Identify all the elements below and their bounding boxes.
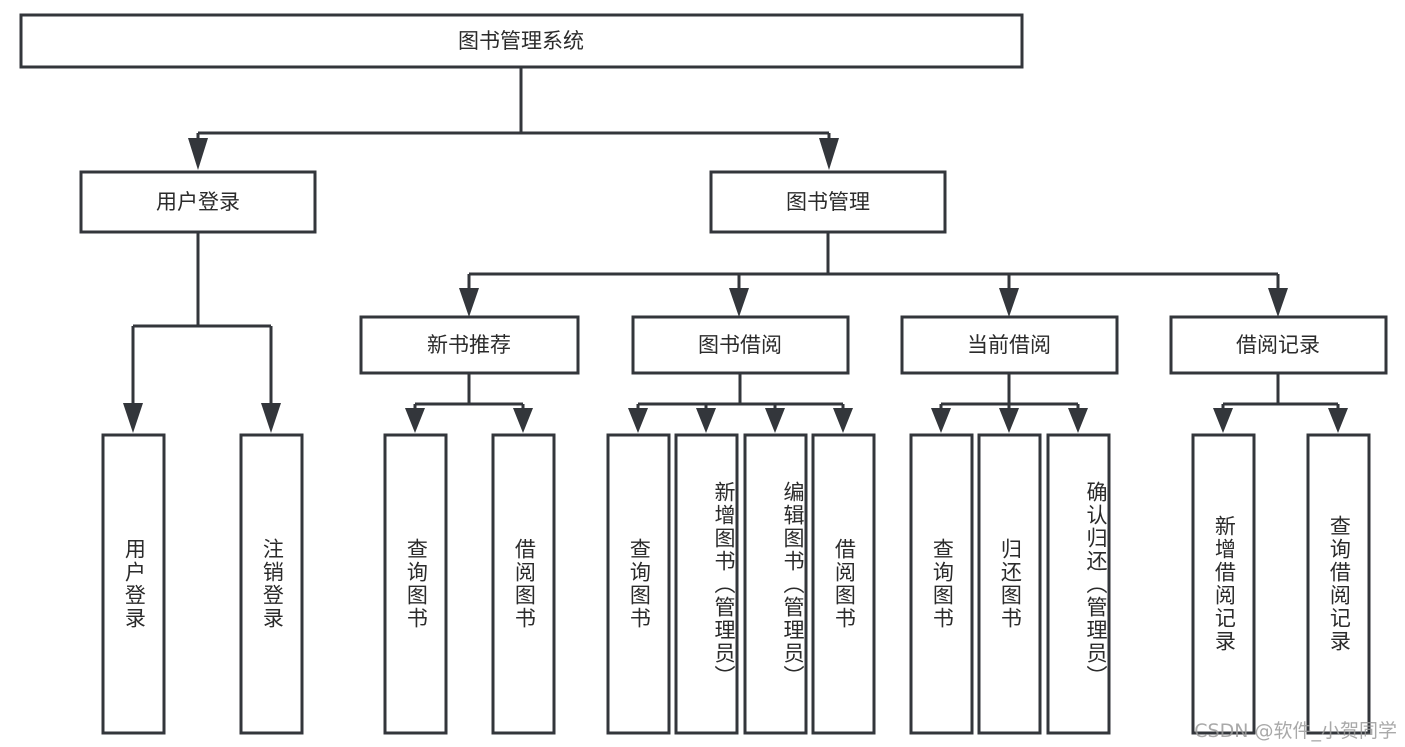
node-borrow-record-box[interactable] (1169, 315, 1388, 375)
arrow-head-br-leaf-2 (1328, 408, 1348, 433)
node-borrow-record-label: 借阅记录 (1236, 333, 1320, 357)
leaf-box-br-query-record[interactable] (1306, 433, 1371, 735)
arrow-head-cb-leaf-3 (1068, 408, 1088, 433)
arrow-head-new-book (459, 288, 479, 317)
arrow-head-user-login (188, 138, 208, 170)
leaf-box-cb-query-book[interactable] (909, 433, 974, 735)
arrow-head-borrow-record (1268, 288, 1288, 317)
leaf-box-bb-edit-book[interactable] (743, 433, 808, 735)
arrow-head-nb-leaf-1 (405, 408, 425, 433)
arrow-head-nb-leaf-2 (513, 408, 533, 433)
watermark-text: CSDN @软件_小贺同学 (1194, 720, 1397, 742)
leaf-box-nb-borrow-book[interactable] (491, 433, 556, 735)
arrow-head-br-leaf-1 (1213, 408, 1233, 433)
node-current-borrow-label: 当前借阅 (967, 333, 1051, 357)
leaf-box-logout[interactable] (239, 433, 304, 735)
arrow-head-book-borrow (729, 288, 749, 317)
arrow-head-bb-leaf-3 (765, 408, 785, 433)
node-book-manage-box[interactable] (709, 170, 947, 234)
leaf-box-bb-add-book[interactable] (674, 433, 739, 735)
node-root-box[interactable] (19, 13, 1024, 69)
arrow-head-leaf-logout (261, 403, 281, 433)
arrow-head-book-manage (819, 138, 839, 170)
arrow-head-cb-leaf-1 (931, 408, 951, 433)
node-book-borrow-box[interactable] (631, 315, 850, 375)
arrow-head-leaf-user-login (123, 403, 143, 433)
node-root-label: 图书管理系统 (458, 29, 584, 53)
arrow-head-cb-leaf-2 (999, 408, 1019, 433)
node-book-borrow-label: 图书借阅 (698, 333, 782, 357)
leaf-box-nb-query-book[interactable] (383, 433, 448, 735)
leaf-box-user-login[interactable] (101, 433, 166, 735)
arrow-head-bb-leaf-4 (833, 408, 853, 433)
leaf-box-bb-query-book[interactable] (606, 433, 671, 735)
arrow-head-current-borrow (999, 288, 1019, 317)
leaf-box-cb-return-book[interactable] (977, 433, 1042, 735)
node-current-borrow-box[interactable] (900, 315, 1119, 375)
node-new-book-recommend-box[interactable] (359, 315, 580, 375)
arrow-head-bb-leaf-1 (628, 408, 648, 433)
leaf-box-bb-borrow-book[interactable] (811, 433, 876, 735)
arrow-head-bb-leaf-2 (696, 408, 716, 433)
leaf-box-br-add-record[interactable] (1191, 433, 1256, 735)
node-user-login-label: 用户登录 (156, 190, 240, 214)
node-new-book-recommend-label: 新书推荐 (427, 333, 511, 357)
node-book-manage-label: 图书管理 (786, 190, 870, 214)
leaf-box-cb-confirm-return[interactable] (1046, 433, 1111, 735)
